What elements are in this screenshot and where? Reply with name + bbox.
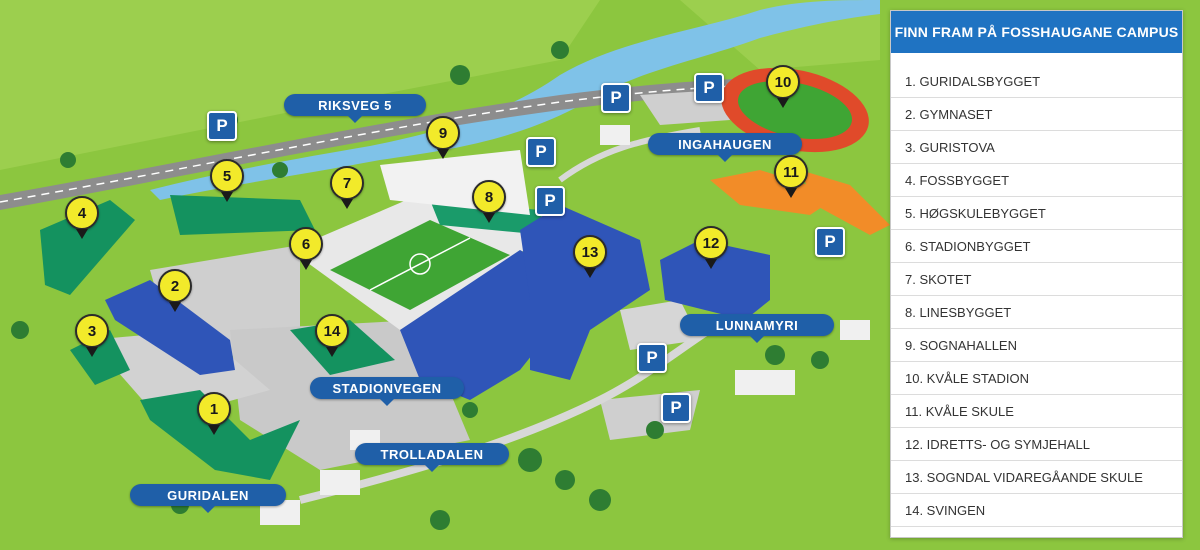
road-label-ingahaugen: INGAHAUGEN	[648, 133, 802, 162]
building-marker-7[interactable]: 7	[330, 166, 364, 209]
list-item[interactable]: 3. GURISTOVA	[891, 131, 1182, 164]
road-label-lunnamyri: LUNNAMYRI	[680, 314, 834, 343]
building-marker-11[interactable]: 11	[774, 155, 808, 198]
building-marker-3[interactable]: 3	[75, 314, 109, 357]
list-item[interactable]: 8. LINESBYGGET	[891, 296, 1182, 329]
building-list: 1. GURIDALSBYGGET 2. GYMNASET 3. GURISTO…	[891, 65, 1182, 527]
panel-title: FINN FRAM PÅ FOSSHAUGANE CAMPUS	[891, 11, 1182, 53]
building-marker-5[interactable]: 5	[210, 159, 244, 202]
road-label-guridalen: GURIDALEN	[130, 484, 286, 513]
list-item[interactable]: 14. SVINGEN	[891, 494, 1182, 527]
road-label-riksveg: RIKSVEG 5	[284, 94, 426, 123]
campus-legend-panel: FINN FRAM PÅ FOSSHAUGANE CAMPUS 1. GURID…	[890, 10, 1183, 538]
building-marker-10[interactable]: 10	[766, 65, 800, 108]
building-marker-6[interactable]: 6	[289, 227, 323, 270]
building-marker-12[interactable]: 12	[694, 226, 728, 269]
building-marker-14[interactable]: 14	[315, 314, 349, 357]
list-item[interactable]: 1. GURIDALSBYGGET	[891, 65, 1182, 98]
parking-icon[interactable]: P	[601, 83, 631, 113]
parking-icon[interactable]: P	[694, 73, 724, 103]
list-item[interactable]: 11. KVÅLE SKULE	[891, 395, 1182, 428]
list-item[interactable]: 4. FOSSBYGGET	[891, 164, 1182, 197]
building-marker-9[interactable]: 9	[426, 116, 460, 159]
parking-icon[interactable]: P	[207, 111, 237, 141]
parking-icon[interactable]: P	[526, 137, 556, 167]
parking-icon[interactable]: P	[637, 343, 667, 373]
list-item[interactable]: 9. SOGNAHALLEN	[891, 329, 1182, 362]
parking-icon[interactable]: P	[661, 393, 691, 423]
building-marker-2[interactable]: 2	[158, 269, 192, 312]
building-marker-4[interactable]: 4	[65, 196, 99, 239]
building-marker-8[interactable]: 8	[472, 180, 506, 223]
list-item[interactable]: 7. SKOTET	[891, 263, 1182, 296]
list-item[interactable]: 6. STADIONBYGGET	[891, 230, 1182, 263]
parking-icon[interactable]: P	[535, 186, 565, 216]
road-label-stadionvegen: STADIONVEGEN	[310, 377, 464, 406]
list-item[interactable]: 5. HØGSKULEBYGGET	[891, 197, 1182, 230]
parking-icon[interactable]: P	[815, 227, 845, 257]
building-marker-1[interactable]: 1	[197, 392, 231, 435]
list-item[interactable]: 13. SOGNDAL VIDAREGÅANDE SKULE	[891, 461, 1182, 494]
road-label-trolladalen: TROLLADALEN	[355, 443, 509, 472]
list-item[interactable]: 12. IDRETTS- OG SYMJEHALL	[891, 428, 1182, 461]
list-item[interactable]: 2. GYMNASET	[891, 98, 1182, 131]
list-item[interactable]: 10. KVÅLE STADION	[891, 362, 1182, 395]
building-marker-13[interactable]: 13	[573, 235, 607, 278]
